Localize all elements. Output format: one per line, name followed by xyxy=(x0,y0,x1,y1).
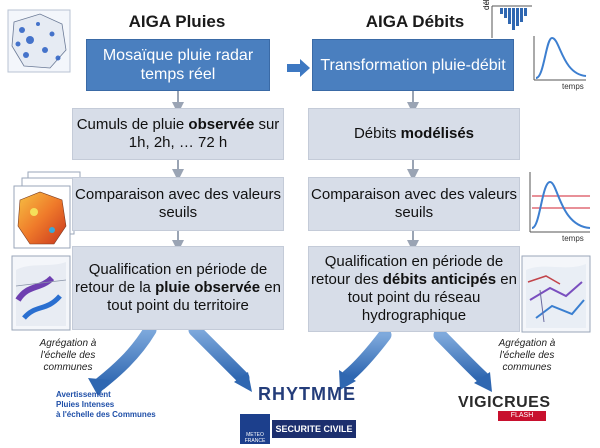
title-aiga-pluies: AIGA Pluies xyxy=(128,12,226,31)
box-radar-mosaic-text: Mosaïque pluie radar temps réel xyxy=(102,47,254,83)
box-modelled-flows-text: Débits modélisés xyxy=(353,125,475,142)
apic-line-2: Pluies Intenses xyxy=(56,400,115,409)
apic-logo: Avertissement Pluies Intenses à l'échell… xyxy=(56,390,174,432)
meteo-france-text: METEO FRANCE xyxy=(244,432,266,444)
axis-label-debit: débit xyxy=(482,0,491,10)
arrow-left-to-right xyxy=(287,59,310,77)
securite-civile-text: SECURITE CIVILE xyxy=(275,424,353,434)
aggregation-note-right: Agrégation à l'échelle des communes xyxy=(498,338,556,373)
box-right-qualification-text: Qualification en période de retour des d… xyxy=(311,253,517,324)
radar-map-thumbnail xyxy=(7,9,71,73)
box-rainfall-runoff-text: Transformation pluie-débit xyxy=(320,56,506,74)
title-aiga-debits: AIGA Débits xyxy=(365,12,465,31)
curve-arrow-left-rhytmme xyxy=(188,323,250,385)
curve-arrow-right-rhytmme xyxy=(341,328,392,383)
axis-label-temps-top: temps xyxy=(562,82,584,91)
box-left-qualification-text: Qualification en période de retour de la… xyxy=(75,261,281,314)
rhytmme-logo: RHYTMME xyxy=(258,384,356,404)
return-period-map-left xyxy=(11,255,71,331)
vigicrues-text: VIGICRUES xyxy=(458,394,551,411)
apic-line-1: Avertissement xyxy=(56,390,111,399)
meteo-france-logo: METEO FRANCE xyxy=(240,414,270,444)
box-left-threshold: Comparaison avec des valeurs seuils xyxy=(72,177,284,231)
box-rain-cumul: Cumuls de pluie observée sur 1h, 2h, … 7… xyxy=(72,108,284,160)
box-left-qualification: Qualification en période de retour de la… xyxy=(72,246,284,330)
box-right-threshold-text: Comparaison avec des valeurs seuils xyxy=(311,186,517,221)
curve-arrow-right-vigicrues xyxy=(433,328,490,385)
securite-civile-logo: SECURITE CIVILE xyxy=(272,420,356,438)
aggregation-note-left: Agrégation à l'échelle des communes xyxy=(39,338,97,373)
box-modelled-flows: Débits modélisés xyxy=(308,108,520,160)
hydrograph-threshold xyxy=(529,172,591,233)
box-right-threshold: Comparaison avec des valeurs seuils xyxy=(308,177,520,231)
apic-line-3: à l'échelle des Communes xyxy=(56,410,156,419)
hydrograph-top xyxy=(491,5,587,81)
box-rainfall-runoff: Transformation pluie-débit xyxy=(312,39,514,91)
box-right-qualification: Qualification en période de retour des d… xyxy=(308,246,520,332)
box-radar-mosaic: Mosaïque pluie radar temps réel xyxy=(86,39,270,91)
vigicrues-logo: VIGICRUES FLASH xyxy=(458,394,550,424)
box-rain-cumul-text: Cumuls de pluie observée sur 1h, 2h, … 7… xyxy=(76,116,280,151)
return-period-map-right xyxy=(521,255,591,333)
box-left-threshold-text: Comparaison avec des valeurs seuils xyxy=(75,186,281,221)
axis-label-temps-threshold: temps xyxy=(562,234,584,243)
threshold-maps-thumbnail xyxy=(13,171,81,249)
vigicrues-flash-badge: FLASH xyxy=(498,411,546,421)
